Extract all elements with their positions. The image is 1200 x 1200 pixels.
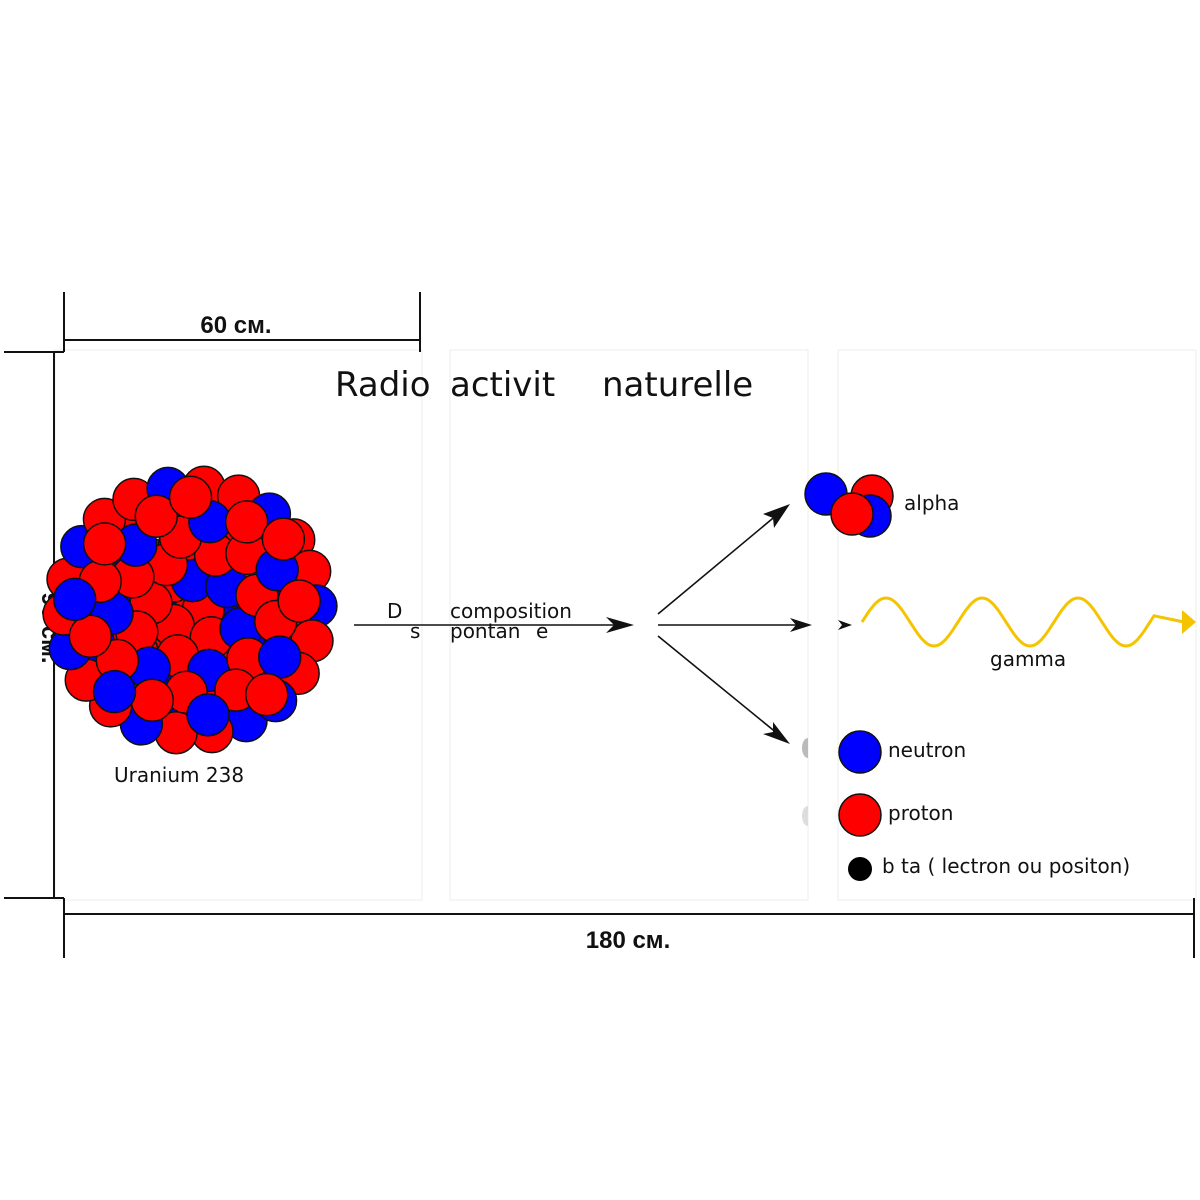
nucleus-proton: [134, 494, 179, 539]
panel-seam-artifacts: [802, 738, 808, 826]
emission-arrow-alpha: [657, 504, 790, 615]
dimension-width-marker: [63, 292, 421, 352]
legend-beta-label: b ta ( lectron ou positon): [882, 854, 1130, 878]
dimension-total-label: 180 см.: [586, 927, 670, 954]
legend-beta-swatch: [848, 857, 872, 881]
alpha-label: alpha: [904, 491, 959, 515]
nucleus-neutron: [257, 635, 302, 679]
alpha-particle: [804, 472, 894, 538]
nucleus-neutron: [52, 577, 97, 622]
nucleus-proton: [261, 517, 306, 561]
decay-label-line1-b: composition: [450, 599, 572, 623]
dimension-width-label: 60 см.: [200, 312, 271, 339]
nucleus-proton: [82, 522, 127, 566]
legend-neutron-label: neutron: [888, 738, 966, 762]
nucleus-proton: [224, 500, 269, 544]
gamma-label: gamma: [990, 647, 1066, 671]
alpha-proton: [830, 492, 874, 536]
nucleus-neutron: [186, 693, 230, 737]
legend-proton-swatch: [838, 793, 882, 837]
nucleus-proton: [277, 579, 321, 623]
decay-label-line2-a: s: [410, 619, 420, 643]
decay-label-line1-a: D: [387, 599, 402, 623]
legend-neutron-swatch: [838, 730, 882, 774]
nucleus-proton: [68, 614, 113, 659]
diagram-title-part3: naturelle: [602, 365, 753, 405]
legend-proton-label: proton: [888, 801, 953, 825]
dimension-total-marker: [63, 898, 1195, 958]
diagram-title-part1: Radio: [335, 365, 431, 405]
decay-label-line2-b: pontan: [450, 619, 520, 643]
gamma-wave: [860, 596, 1196, 648]
nucleus-neutron: [92, 669, 137, 714]
legend: neutron proton b ta ( lectron ou positon…: [838, 730, 1130, 881]
uranium-nucleus: [42, 465, 338, 755]
decay-label-line2-c: e: [536, 619, 548, 643]
emission-arrow-gamma: [658, 618, 852, 632]
canvas-panel-right: [837, 349, 1197, 901]
decay-arrow: [354, 617, 634, 633]
diagram-title-part2: activit: [450, 365, 555, 405]
nucleus-proton: [168, 475, 213, 520]
nucleus-proton: [245, 672, 289, 717]
nucleus-proton: [130, 678, 174, 723]
nucleus-label: Uranium 238: [114, 763, 244, 787]
emission-arrow-beta: [657, 635, 790, 744]
